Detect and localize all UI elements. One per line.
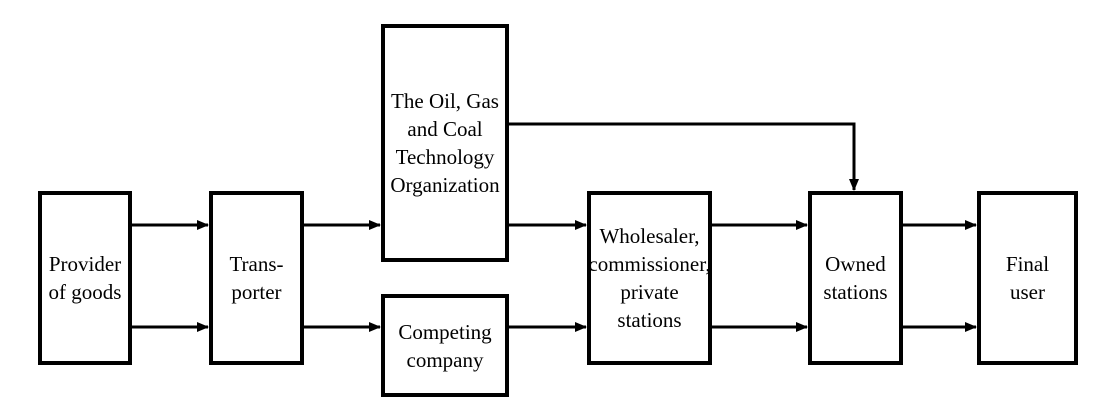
node-label: Owned stations [823,252,888,304]
node-competing-company: Competing company [381,294,509,397]
arrow-ogc-to-owned-stations [509,122,859,191]
node-final-user: Final user [977,191,1078,365]
node-provider-of-goods: Provider of goods [38,191,132,365]
node-label: Wholesaler, commissioner, private statio… [588,224,711,332]
node-oil-gas-coal-organization: The Oil, Gas and Coal Technology Organiz… [381,24,509,262]
node-label: The Oil, Gas and Coal Technology Organiz… [390,89,500,197]
node-label: Final user [1005,252,1050,304]
node-label: Provider of goods [48,252,122,304]
node-wholesaler: Wholesaler, commissioner, private statio… [587,191,712,365]
node-label: Competing company [398,319,492,372]
node-label: Trans- porter [229,252,284,304]
node-owned-stations: Owned stations [808,191,903,365]
node-transporter: Trans- porter [209,191,304,365]
